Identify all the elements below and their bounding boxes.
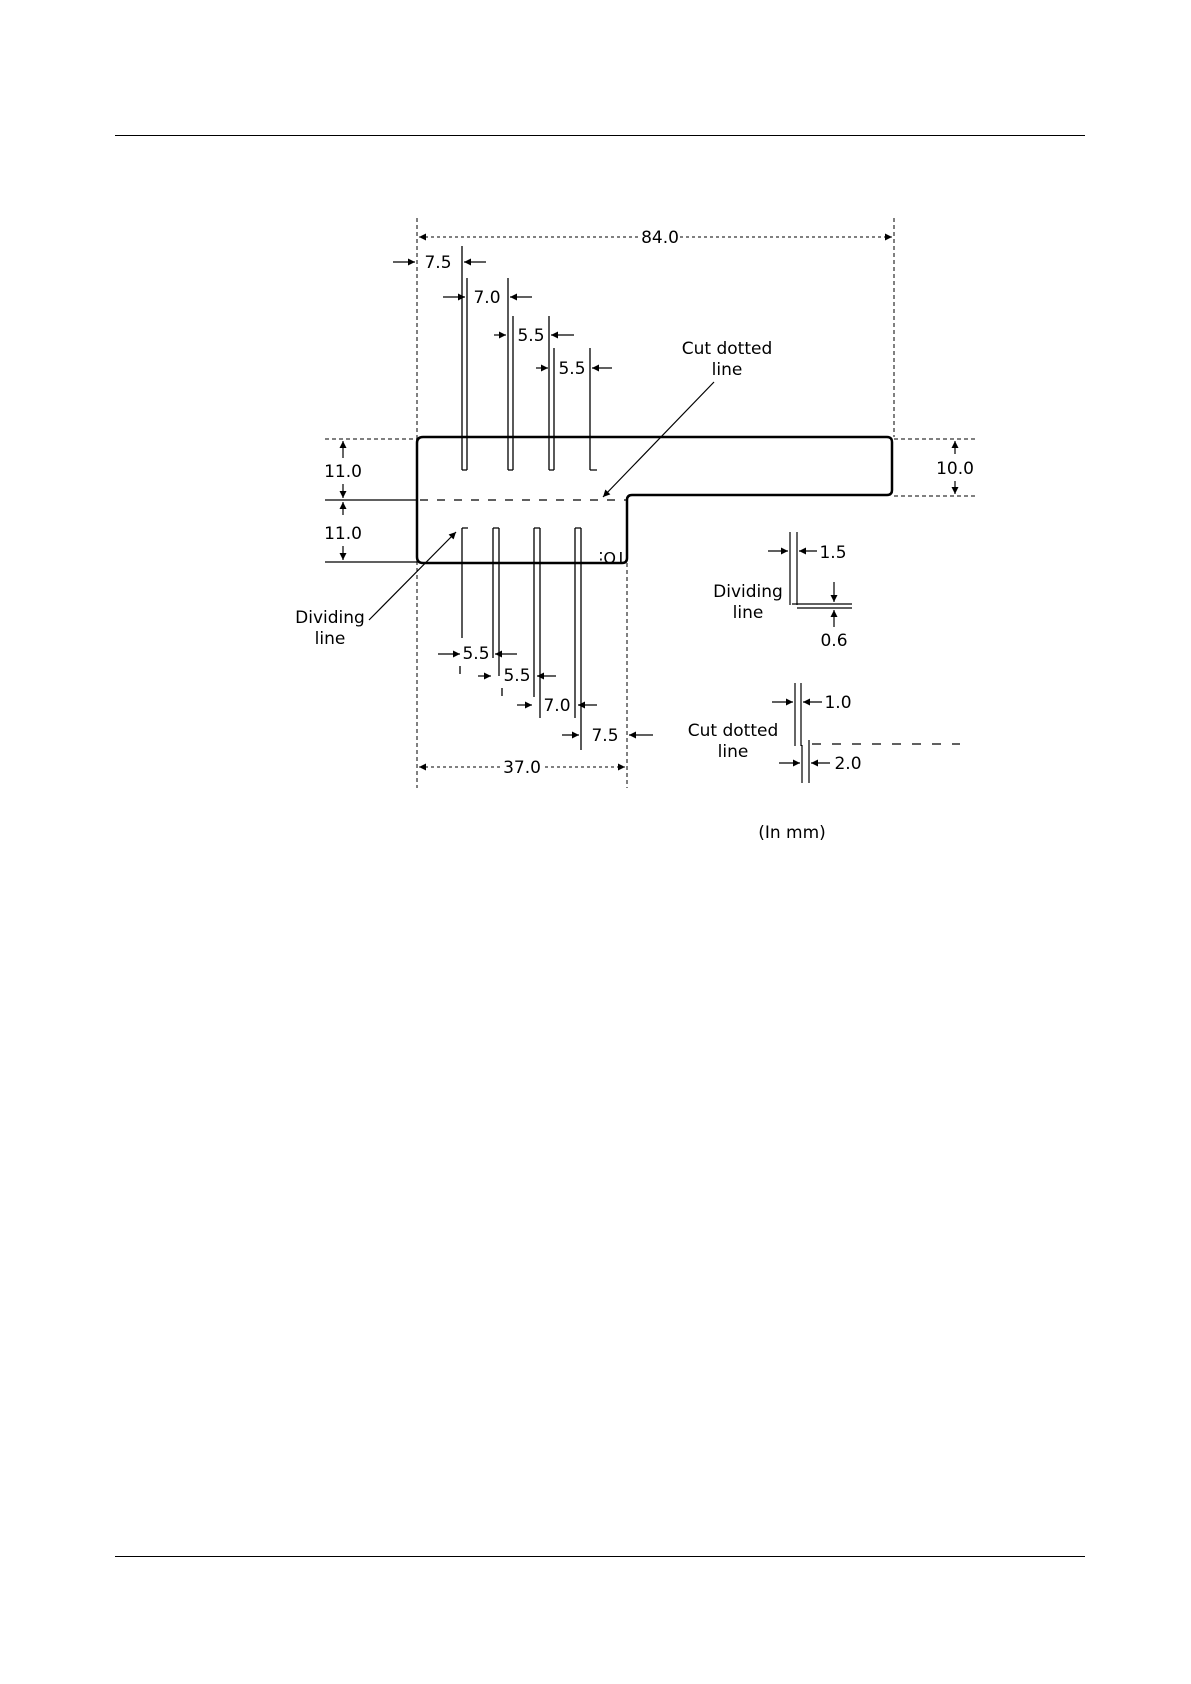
detail-cut-dotted-line	[772, 683, 960, 783]
dim-bottom-left-height: 11.0	[324, 524, 362, 544]
detail-dividing-label-1: Dividing	[713, 582, 783, 602]
detail-dividing-thickness: 0.6	[820, 631, 847, 651]
top-seg-2: 7.0	[473, 288, 500, 308]
bot-seg-2: 5.5	[503, 666, 530, 686]
dim-top-left-height: 11.0	[324, 462, 362, 482]
cut-dotted-line-leader	[603, 382, 714, 497]
units-note: (In mm)	[758, 823, 826, 843]
detail-cut-label-1: Cut dotted	[688, 721, 779, 741]
top-seg-3: 5.5	[517, 326, 544, 346]
detail-cut-label-2: line	[718, 742, 749, 762]
bot-seg-3: 7.0	[543, 696, 570, 716]
detail-dividing-width: 1.5	[819, 543, 846, 563]
top-seg-4: 5.5	[558, 359, 585, 379]
dividing-line-label-2: line	[315, 629, 346, 649]
dividing-line-leader	[369, 532, 456, 620]
detail-dividing-label-2: line	[733, 603, 764, 623]
detail-cut-width: 1.0	[824, 693, 851, 713]
dim-tab-height: 10.0	[936, 459, 974, 479]
bot-seg-4: 7.5	[591, 726, 618, 746]
dim-bottom-width: 37.0	[503, 758, 541, 778]
cut-dotted-line-label-2: line	[712, 360, 743, 380]
bottom-dim-arrows	[438, 654, 653, 735]
dim-overall-width: 84.0	[641, 228, 679, 248]
detail-cut-gap: 2.0	[834, 754, 861, 774]
top-dim-arrows	[393, 262, 612, 368]
to-mark: TO:	[598, 548, 626, 567]
bot-seg-1: 5.5	[462, 644, 489, 664]
bottom-field-slots	[460, 528, 581, 750]
top-seg-1: 7.5	[424, 253, 451, 273]
extension-lines	[325, 218, 978, 788]
cut-dotted-line-label-1: Cut dotted	[682, 339, 773, 359]
dividing-line-label-1: Dividing	[295, 608, 365, 628]
